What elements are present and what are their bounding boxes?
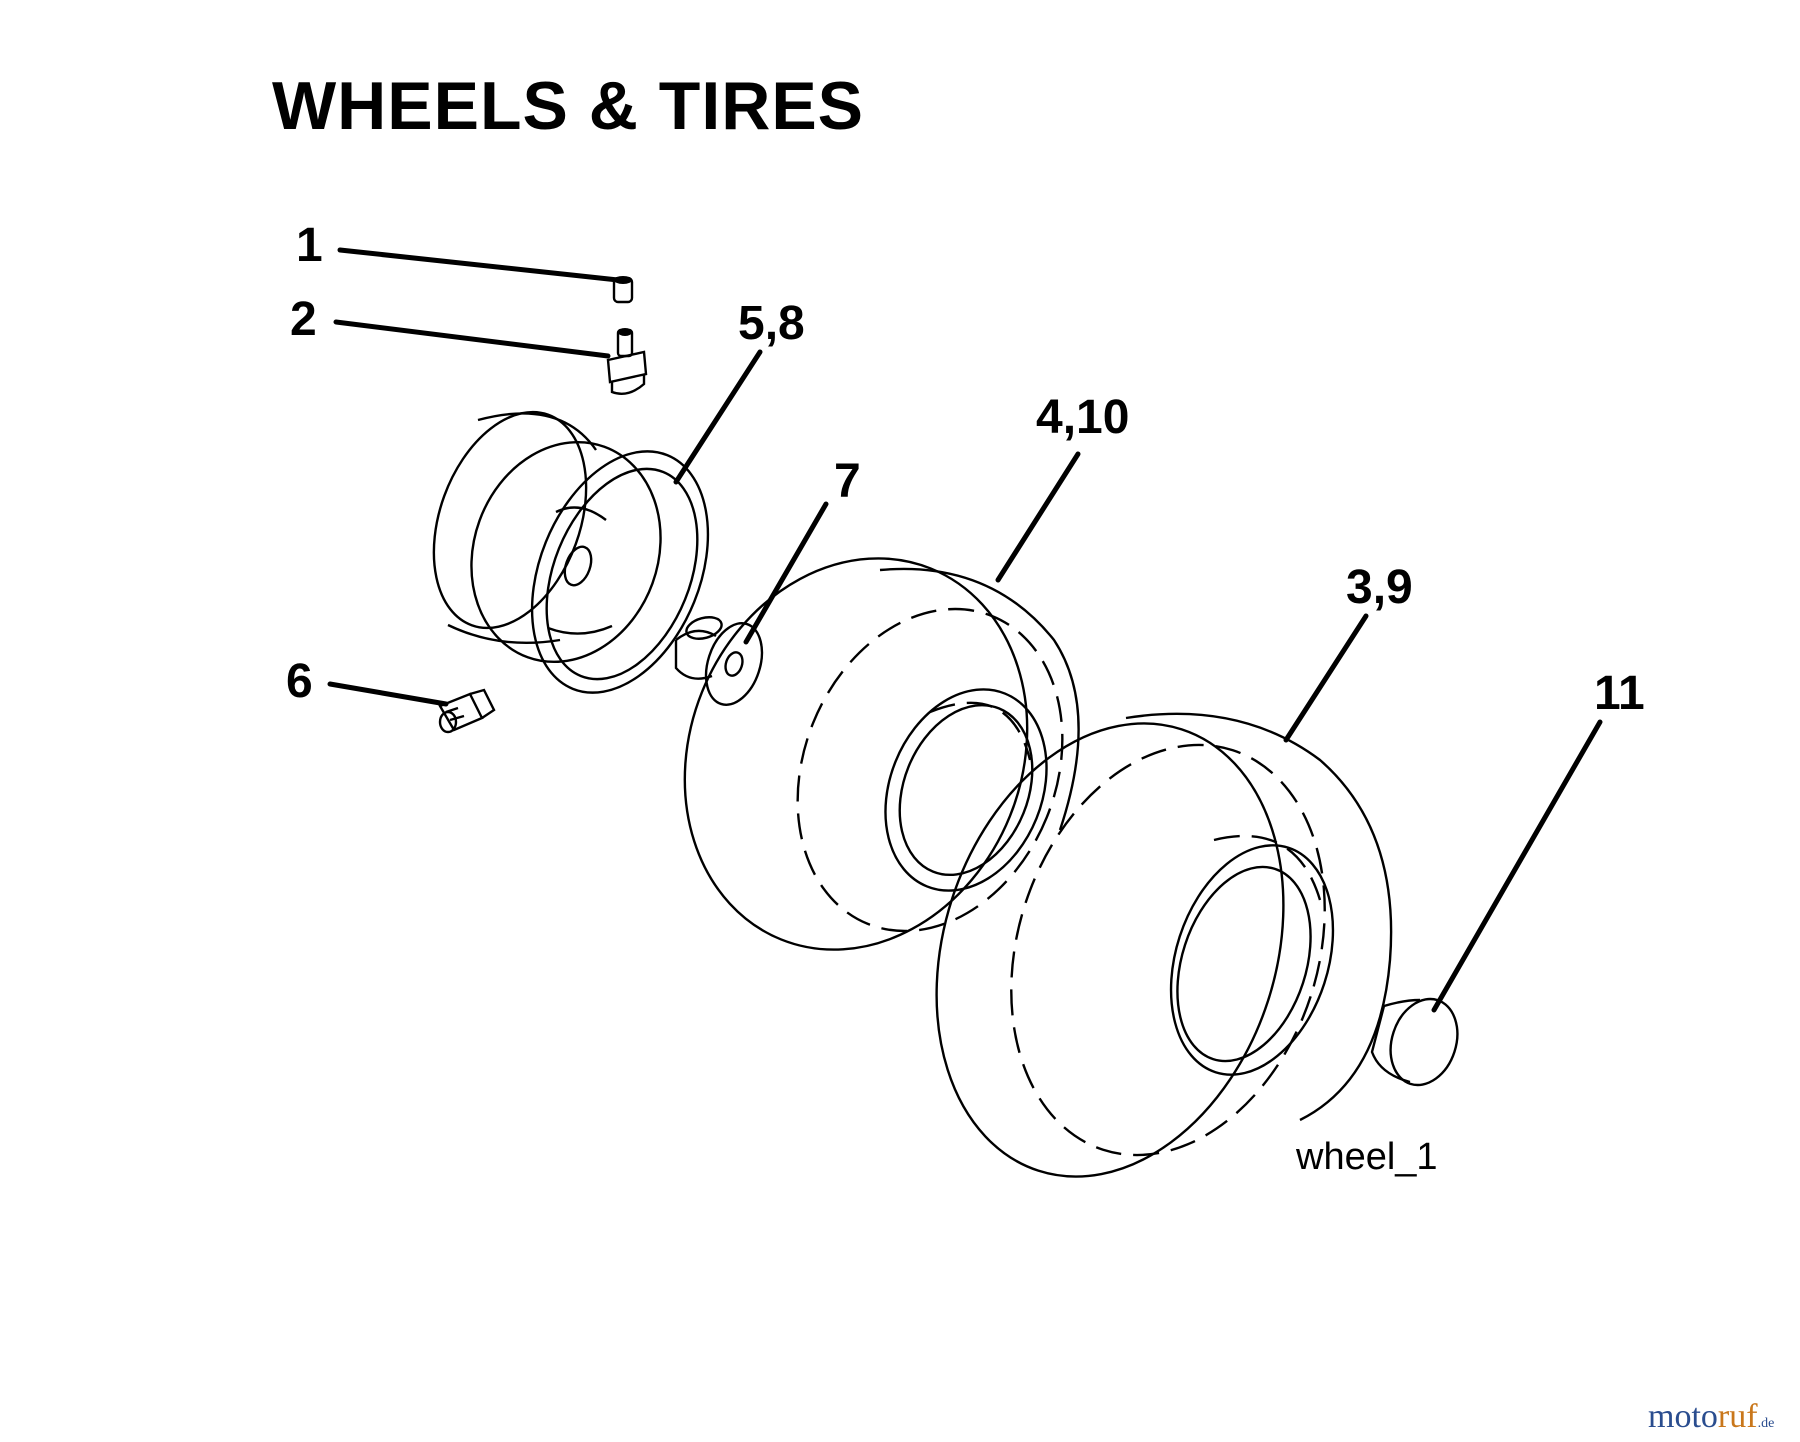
watermark: motoruf.de bbox=[1648, 1400, 1774, 1434]
callout-7: 7 bbox=[834, 455, 861, 508]
callout-2: 2 bbox=[290, 293, 317, 346]
watermark-tld: .de bbox=[1757, 1416, 1775, 1431]
valve-cap-part bbox=[612, 276, 634, 304]
front-tire-part bbox=[683, 557, 1080, 951]
tire-valve-part bbox=[606, 328, 648, 395]
bushing-part bbox=[674, 616, 764, 706]
rear-tire-part bbox=[935, 712, 1393, 1178]
hub-cap-part bbox=[1370, 997, 1459, 1087]
leader-line-2 bbox=[333, 319, 611, 359]
leader-line-1 bbox=[337, 247, 621, 283]
leader-line-39 bbox=[1283, 613, 1369, 743]
leader-line-7 bbox=[743, 501, 829, 645]
leader-line-410 bbox=[995, 451, 1081, 583]
rim-part bbox=[432, 410, 710, 694]
callout-39: 3,9 bbox=[1346, 561, 1413, 614]
figure-id: wheel_1 bbox=[1296, 1136, 1438, 1178]
leader-line-58 bbox=[673, 349, 763, 485]
callout-11: 11 bbox=[1594, 667, 1645, 720]
grease-fitting-part bbox=[438, 688, 496, 734]
callout-1: 1 bbox=[296, 219, 323, 272]
page-title: WHEELS & TIRES bbox=[272, 68, 865, 144]
leader-line-11 bbox=[1431, 719, 1603, 1013]
watermark-brand: moto bbox=[1648, 1398, 1718, 1435]
watermark-accent: ruf bbox=[1717, 1398, 1758, 1435]
callout-410: 4,10 bbox=[1036, 391, 1130, 444]
callout-58: 5,8 bbox=[738, 297, 805, 350]
leader-line-6 bbox=[327, 681, 449, 707]
callout-6: 6 bbox=[286, 655, 313, 708]
